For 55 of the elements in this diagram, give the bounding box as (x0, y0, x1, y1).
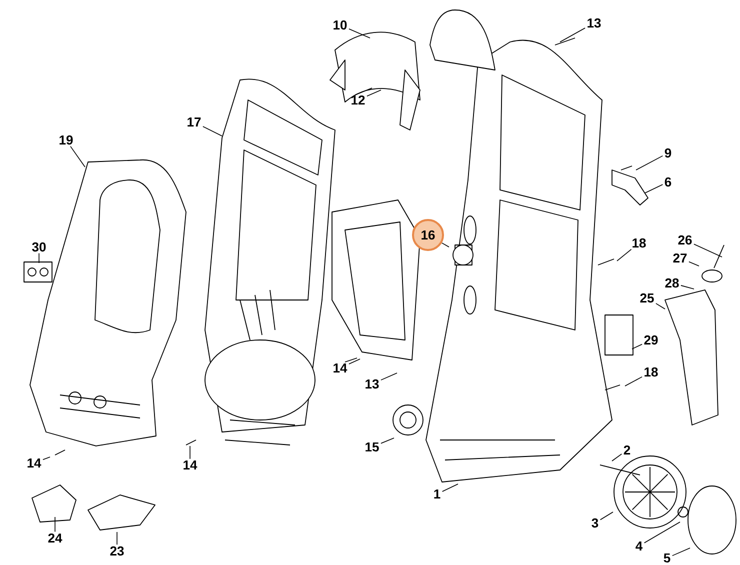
callout-number: 14 (334, 364, 348, 372)
leader-line (348, 358, 360, 364)
leader-line (694, 244, 722, 258)
leader-line (70, 146, 86, 168)
leader-line (600, 512, 614, 520)
leader-line (612, 454, 622, 462)
callout-number: 12 (352, 95, 365, 105)
leader-line (656, 303, 666, 310)
callout-number: 25 (640, 293, 654, 303)
callout-number: 18 (632, 238, 646, 248)
leader-line (632, 344, 642, 350)
callout-number: 2 (624, 445, 630, 455)
callout-number: 14 (184, 460, 198, 470)
callout-number: 4 (636, 542, 643, 550)
callout-number: 15 (366, 442, 379, 452)
leader-line (680, 285, 694, 290)
callout-number: 26 (678, 235, 692, 245)
callout-number: 13 (366, 379, 379, 389)
callout-number: 6 (664, 177, 672, 187)
leader-line (38, 252, 40, 264)
leader-line (116, 532, 118, 546)
callout-number: 19 (60, 135, 73, 145)
leader-line (366, 90, 382, 97)
leader-line (54, 516, 56, 532)
leader-line (560, 28, 586, 42)
leader-line (624, 376, 642, 386)
callout-number: 23 (110, 546, 124, 556)
callout-number: 17 (188, 118, 201, 126)
leader-line (616, 248, 632, 262)
callout-number: 18 (644, 367, 658, 377)
leader-line (380, 438, 394, 444)
leader-line (202, 126, 222, 136)
callout-number: 1 (434, 490, 440, 498)
leader-line (644, 522, 680, 544)
callout-number: 14 (28, 458, 42, 468)
leader-line (348, 28, 370, 38)
callout-number: 28 (665, 278, 679, 288)
leader-line (380, 372, 398, 380)
highlighted-callout: 16 (412, 219, 444, 251)
callout-number: 9 (664, 148, 672, 158)
leader-line (442, 242, 450, 248)
callout-number: 24 (48, 533, 62, 543)
callout-number: 27 (673, 253, 687, 263)
leader-line (636, 155, 664, 170)
leader-line (644, 184, 664, 194)
callout-number: 5 (664, 553, 670, 563)
callout-number: 13 (588, 18, 601, 28)
callout-number: 10 (334, 20, 347, 30)
callout-number: 30 (32, 242, 46, 252)
leader-line (672, 548, 690, 556)
leader-line (442, 484, 458, 492)
leader-line (688, 261, 700, 266)
leader-line (42, 456, 50, 460)
callout-number: 3 (592, 518, 598, 528)
callout-number: 29 (644, 335, 658, 345)
